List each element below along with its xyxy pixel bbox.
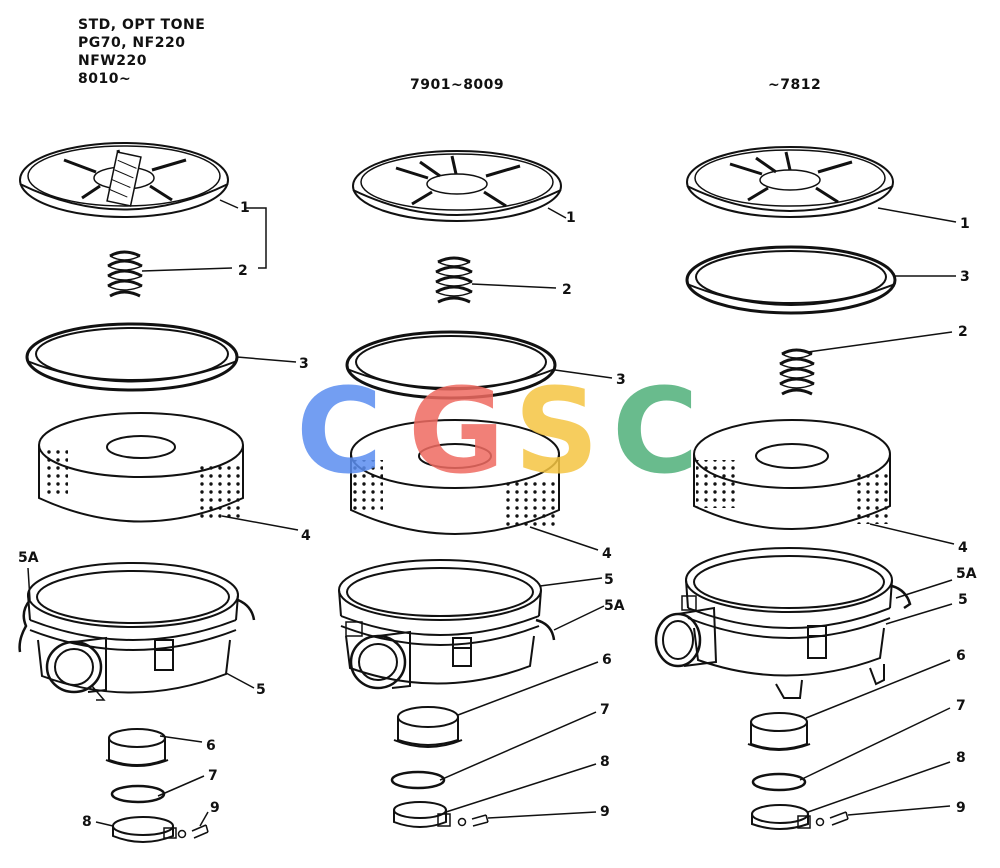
cover-icon: [19, 142, 229, 218]
callout-left-2: 2: [238, 263, 248, 279]
ring-icon: [751, 772, 807, 792]
callout-middle-6: 6: [602, 652, 612, 668]
gasket-ring-icon: [685, 245, 897, 315]
callout-middle-4: 4: [602, 546, 612, 562]
callout-middle-1: 1: [566, 210, 576, 226]
callout-labels: 1 2 3 4 5A 5 6 7 8 9 1 2 3 4 5 5A 6 7 8 …: [18, 200, 977, 830]
header-middle: 7901~8009: [410, 77, 505, 93]
spring-icon: [107, 250, 143, 298]
bolt-icon: [457, 814, 489, 827]
ring-icon: [110, 784, 166, 804]
clamp-icon: [751, 804, 811, 830]
callout-right-3: 3: [960, 269, 970, 285]
filter-element-icon: [38, 412, 244, 523]
cover-icon: [352, 150, 562, 222]
callout-middle-2: 2: [562, 282, 572, 298]
watermark-letter-c1: C: [296, 362, 383, 500]
watermark-letter-c2: C: [612, 362, 699, 500]
callout-right-1: 1: [960, 216, 970, 232]
header-left-line-3: NFW220: [78, 53, 147, 69]
header-left: STD, OPT TONE PG70, NF220 NFW220 8010~: [78, 16, 205, 88]
filter-element-icon: [693, 419, 891, 530]
callout-left-4: 4: [301, 528, 311, 544]
callout-middle-5: 5: [604, 572, 614, 588]
header-left-line-2: PG70, NF220: [78, 35, 186, 51]
gasket-ring-icon: [25, 322, 239, 392]
callout-right-9: 9: [956, 800, 966, 816]
spring-icon: [435, 256, 473, 304]
callout-right-5: 5: [958, 592, 968, 608]
assembly-left: [18, 142, 299, 843]
gasket-ring-icon: [345, 330, 557, 400]
watermark-letter-s: S: [514, 362, 599, 500]
callout-middle-3: 3: [616, 372, 626, 388]
housing-icon: [338, 559, 556, 690]
leader-lines-left: [27, 199, 299, 827]
callout-right-6: 6: [956, 648, 966, 664]
header-left-line-1: STD, OPT TONE: [78, 17, 206, 33]
callout-middle-9: 9: [600, 804, 610, 820]
callout-middle-8: 8: [600, 754, 610, 770]
assembly-middle: [338, 150, 613, 828]
cap-icon: [393, 706, 463, 748]
callout-right-8: 8: [956, 750, 966, 766]
ring-icon: [390, 770, 446, 790]
watermark-letter-g: G: [408, 362, 505, 500]
bolt-icon: [815, 811, 849, 827]
callout-right-4: 4: [958, 540, 968, 556]
housing-icon: [18, 562, 256, 701]
header-left-line-4: 8010~: [78, 71, 132, 87]
callout-right-7: 7: [956, 698, 966, 714]
filter-element-icon: [350, 419, 560, 535]
cover-icon: [686, 146, 894, 218]
watermark-logo: C G S C: [296, 362, 699, 500]
spring-icon: [779, 348, 815, 396]
header-right: ~7812: [768, 77, 822, 93]
bolt-icon: [177, 824, 209, 839]
callout-left-3: 3: [299, 356, 309, 372]
callout-left-6: 6: [206, 738, 216, 754]
callout-left-1: 1: [240, 200, 250, 216]
leader-lines-middle: [439, 207, 613, 819]
callout-left-5a: 5A: [18, 550, 39, 566]
cap-icon: [105, 728, 169, 767]
callout-right-5a: 5A: [956, 566, 977, 582]
assembly-right: [654, 146, 957, 830]
callout-left-8: 8: [82, 814, 92, 830]
callout-middle-7: 7: [600, 702, 610, 718]
leader-lines-right: [799, 207, 957, 816]
clamp-icon: [112, 816, 177, 843]
callout-middle-5a: 5A: [604, 598, 625, 614]
callout-right-2: 2: [958, 324, 968, 340]
callout-left-5: 5: [256, 682, 266, 698]
clamp-icon: [393, 801, 451, 828]
cap-icon: [747, 712, 811, 751]
callout-left-9: 9: [210, 800, 220, 816]
housing-icon: [654, 547, 912, 699]
callout-left-7: 7: [208, 768, 218, 784]
